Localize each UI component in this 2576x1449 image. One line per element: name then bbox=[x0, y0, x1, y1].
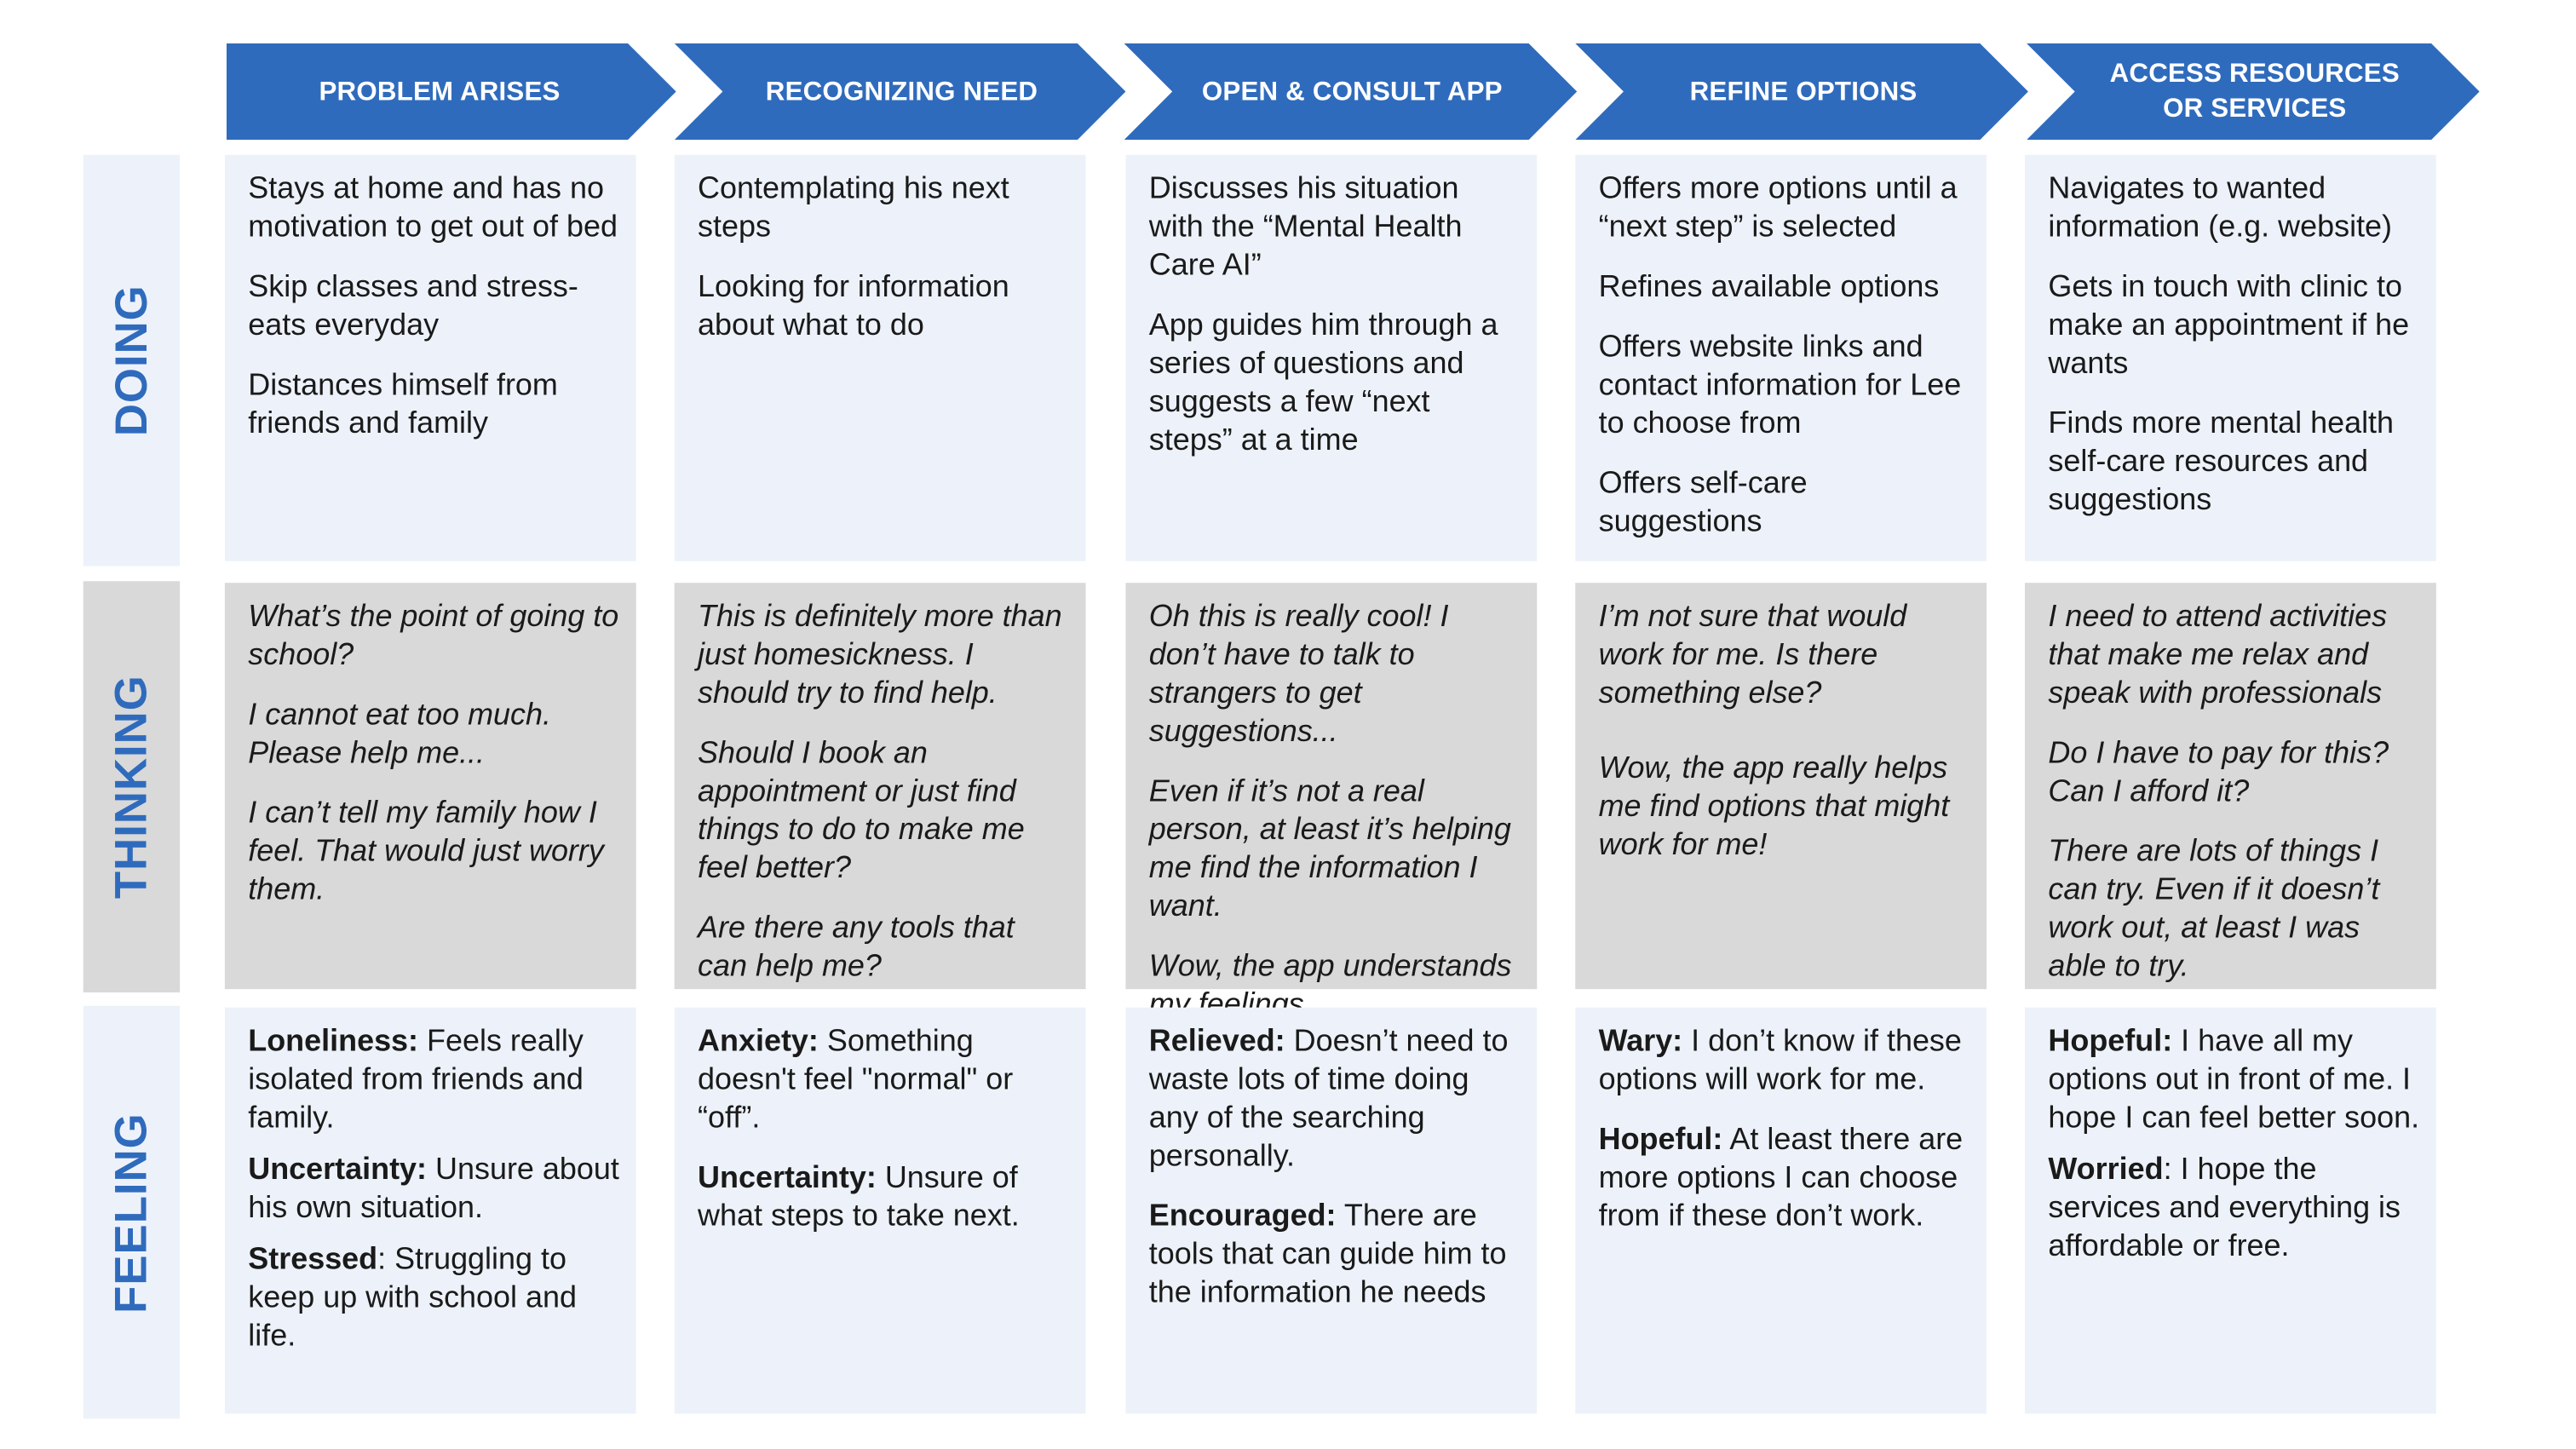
doing-item: Gets in touch with clinic to make an app… bbox=[2048, 267, 2410, 380]
doing-cell-refine-options: Offers more options until a “next step” … bbox=[1575, 154, 1987, 561]
feeling-text: There are tools that can guide him to th… bbox=[1148, 1197, 1507, 1309]
stage-label: OPEN & CONSULT APP bbox=[1201, 77, 1503, 106]
doing-cell-access-resources: Navigates to wanted information (e.g. we… bbox=[2025, 154, 2436, 561]
row-label-text: THINKING bbox=[106, 675, 156, 900]
thought: Oh this is really cool! I don’t have to … bbox=[1148, 597, 1449, 748]
feeling-item: Loneliness: Feels really isolated from f… bbox=[248, 1021, 619, 1136]
feeling-item: Relieved: Doesn’t need to waste lots of … bbox=[1149, 1021, 1521, 1174]
thought: There are lots of things I can try. Even… bbox=[2048, 832, 2380, 983]
feeling-text: Something doesn't feel "normal" or “off”… bbox=[698, 1022, 1014, 1135]
stage-header-recognizing-need: RECOGNIZING NEED bbox=[675, 43, 1126, 140]
thought: Should I book an appointment or just fin… bbox=[698, 734, 1025, 884]
doing-cell-recognizing-need: Contemplating his next steps Looking for… bbox=[674, 154, 1086, 561]
stage-label: RECOGNIZING NEED bbox=[765, 77, 1038, 106]
feeling-text: At least there are more options I can ch… bbox=[1598, 1120, 1964, 1233]
thought: I cannot eat too much. Please help me... bbox=[248, 696, 552, 770]
feeling-cell-open-consult-app: Relieved: Doesn’t need to waste lots of … bbox=[1125, 1007, 1538, 1414]
doing-cell-problem-arises: Stays at home and has no motivation to g… bbox=[224, 154, 636, 561]
thinking-cell-problem-arises: What’s the point of going to school? I c… bbox=[224, 583, 636, 990]
feeling-term: Uncertainty: bbox=[698, 1159, 877, 1194]
doing-item: Offers website links and contact informa… bbox=[1598, 328, 1962, 440]
stage-header-refine-options: REFINE OPTIONS bbox=[1575, 43, 2028, 140]
feeling-text: Unsure of what steps to take next. bbox=[698, 1159, 1020, 1233]
feeling-cell-refine-options: Wary: I don’t know if these options will… bbox=[1575, 1007, 1987, 1414]
feeling-text: Feels really isolated from friends and f… bbox=[248, 1022, 584, 1135]
feeling-item: Worried: I hope the services and everyth… bbox=[2048, 1149, 2419, 1264]
row-label-doing: DOING bbox=[83, 154, 181, 566]
doing-item: Navigates to wanted information (e.g. we… bbox=[2048, 170, 2393, 244]
doing-item: Skip classes and stress-eats everyday bbox=[248, 267, 578, 342]
doing-item: Discusses his situation with the “Mental… bbox=[1148, 170, 1463, 282]
thought: Even if it’s not a real person, at least… bbox=[1148, 773, 1511, 923]
stage-label: REFINE OPTIONS bbox=[1689, 77, 1918, 106]
row-label-thinking: THINKING bbox=[83, 581, 181, 993]
feeling-item: Uncertainty: Unsure of what steps to tak… bbox=[698, 1158, 1069, 1234]
thought: What’s the point of going to school? bbox=[248, 597, 619, 671]
feeling-term: Worried bbox=[2048, 1150, 2164, 1186]
feeling-text: : I hope the services and everything is … bbox=[2048, 1150, 2401, 1262]
feeling-term: Hopeful: bbox=[1598, 1120, 1723, 1156]
feeling-item: Hopeful: I have all my options out in fr… bbox=[2048, 1021, 2419, 1136]
row-label-feeling: FEELING bbox=[83, 1005, 181, 1419]
thought: I need to attend activities that make me… bbox=[2048, 597, 2388, 710]
thought: Wow, the app really helps me find option… bbox=[1598, 749, 1950, 861]
doing-item: Distances himself from friends and famil… bbox=[248, 366, 558, 440]
feeling-term: Stressed bbox=[248, 1240, 378, 1276]
row-label-text: DOING bbox=[106, 285, 156, 437]
feeling-cell-problem-arises: Loneliness: Feels really isolated from f… bbox=[224, 1007, 636, 1414]
doing-item: Stays at home and has no motivation to g… bbox=[248, 170, 618, 244]
feeling-item: Wary: I don’t know if these options will… bbox=[1599, 1021, 1970, 1097]
feeling-item: Stressed: Struggling to keep up with sch… bbox=[248, 1239, 619, 1354]
feeling-item: Uncertainty: Unsure about his own situat… bbox=[248, 1149, 619, 1226]
thought: Do I have to pay for this? Can I afford … bbox=[2048, 734, 2389, 808]
stage-header-problem-arises: PROBLEM ARISES bbox=[227, 43, 676, 140]
thinking-cell-open-consult-app: Oh this is really cool! I don’t have to … bbox=[1125, 583, 1538, 1021]
feeling-item: Encouraged: There are tools that can gui… bbox=[1149, 1196, 1521, 1311]
stage-label: PROBLEM ARISES bbox=[319, 77, 561, 106]
feeling-term: Hopeful: bbox=[2048, 1022, 2173, 1058]
doing-item: App guides him through a series of quest… bbox=[1148, 306, 1498, 457]
feeling-text: : Struggling to keep up with school and … bbox=[248, 1240, 578, 1353]
thought: I’m not sure that would work for me. Is … bbox=[1598, 597, 1907, 710]
feeling-term: Uncertainty: bbox=[248, 1150, 428, 1186]
feeling-term: Relieved: bbox=[1148, 1022, 1285, 1058]
feeling-text: I don’t know if these options will work … bbox=[1598, 1022, 1962, 1096]
thought: Are there any tools that can help me? bbox=[698, 909, 1015, 983]
thinking-cell-recognizing-need: This is definitely more than just homesi… bbox=[674, 583, 1086, 990]
feeling-term: Encouraged: bbox=[1148, 1197, 1337, 1233]
doing-item: Refines available options bbox=[1598, 267, 1940, 303]
feeling-cell-access-resources: Hopeful: I have all my options out in fr… bbox=[2025, 1007, 2436, 1414]
feeling-text: I have all my options out in front of me… bbox=[2048, 1022, 2420, 1135]
doing-item: Offers more options until a “next step” … bbox=[1598, 170, 1958, 244]
stage-header-access-resources: ACCESS RESOURCES OR SERVICES bbox=[2027, 43, 2480, 140]
thinking-cell-access-resources: I need to attend activities that make me… bbox=[2025, 583, 2436, 990]
thought: I can’t tell my family how I feel. That … bbox=[248, 794, 604, 906]
feeling-term: Loneliness: bbox=[248, 1022, 419, 1058]
thinking-cell-refine-options: I’m not sure that would work for me. Is … bbox=[1575, 583, 1987, 990]
feeling-term: Wary: bbox=[1598, 1022, 1683, 1058]
row-label-text: FEELING bbox=[106, 1112, 156, 1313]
thought: Wow, the app understands my feelings. bbox=[1148, 947, 1512, 1021]
feeling-term: Anxiety: bbox=[698, 1022, 819, 1058]
doing-cell-open-consult-app: Discusses his situation with the “Mental… bbox=[1125, 154, 1538, 561]
stage-label: ACCESS RESOURCES OR SERVICES bbox=[2109, 60, 2400, 124]
feeling-text: Unsure about his own situation. bbox=[248, 1150, 619, 1224]
doing-item: Looking for information about what to do bbox=[698, 267, 1009, 342]
doing-item: Finds more mental health self-care resou… bbox=[2048, 405, 2395, 516]
feeling-item: Anxiety: Something doesn't feel "normal"… bbox=[698, 1021, 1069, 1136]
feeling-cell-recognizing-need: Anxiety: Something doesn't feel "normal"… bbox=[674, 1007, 1086, 1414]
thought: This is definitely more than just homesi… bbox=[698, 597, 1062, 710]
doing-item: Offers self-care suggestions bbox=[1598, 464, 1808, 538]
stage-header-open-consult-app: OPEN & CONSULT APP bbox=[1124, 43, 1577, 140]
feeling-item: Hopeful: At least there are more options… bbox=[1599, 1119, 1970, 1234]
doing-item: Contemplating his next steps bbox=[698, 170, 1009, 244]
feeling-text: Doesn’t need to waste lots of time doing… bbox=[1148, 1022, 1509, 1173]
